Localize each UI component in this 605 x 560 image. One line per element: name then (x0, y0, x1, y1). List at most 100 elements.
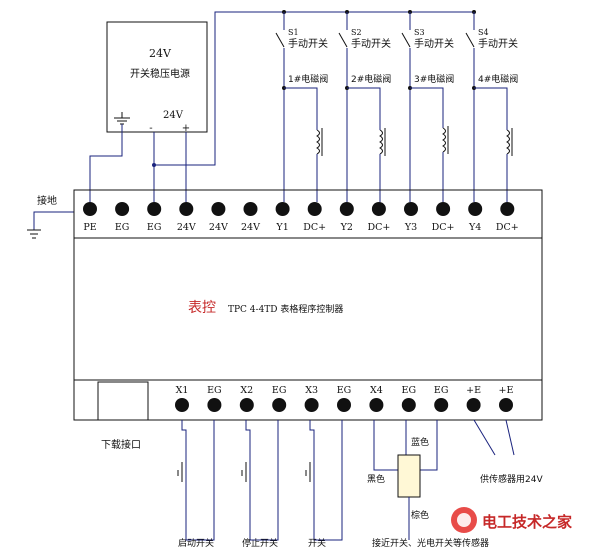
bottom-terminal-2 (239, 398, 254, 412)
controller-brand: 表控 (188, 300, 216, 316)
bottom-terminal-label-0: X1 (176, 385, 189, 396)
download-port-label: 下载接口 (101, 438, 141, 451)
channel-2: S2 手动开关 2#电磁阀 (338, 10, 391, 202)
bottom-terminal-label-6: X4 (370, 385, 383, 396)
top-terminal-4 (211, 202, 226, 216)
top-terminal-11 (436, 202, 451, 216)
top-terminal-10 (404, 202, 418, 216)
ground: 接地 (27, 194, 74, 239)
channel-1: S1 手动开关 1#电磁阀 (275, 10, 328, 202)
switch-label: 开关 (308, 537, 326, 549)
bottom-terminal-6 (369, 398, 384, 412)
switch-s1-contact (275, 32, 285, 48)
top-terminal-label-9: DC+ (367, 222, 390, 233)
valve-2-coil-icon (379, 129, 383, 155)
top-terminal-label-10: Y3 (404, 222, 417, 233)
power-supply: 24V 开关稳压电源 24V - + (106, 21, 208, 134)
ground-label: 接地 (37, 194, 57, 207)
top-terminal-label-2: EG (147, 222, 162, 233)
switch-s3-contact (401, 32, 411, 48)
controller-body (73, 189, 543, 421)
bottom-terminal-label-10: +E (499, 385, 514, 396)
top-terminal-9 (371, 202, 386, 216)
controller: 表控 TPC 4-4TD 表格程序控制器 下载接口 (73, 189, 543, 451)
top-terminal-0 (83, 202, 97, 216)
bottom-terminal-1 (207, 398, 222, 412)
power-supply-plus: + (182, 123, 190, 134)
top-terminal-3 (179, 202, 194, 216)
bottom-terminal-10 (499, 398, 513, 412)
bottom-terminal-label-2: X2 (240, 385, 253, 396)
bottom-terminal-8 (434, 398, 449, 412)
top-terminal-label-13: DC+ (496, 222, 519, 233)
bottom-terminal-5 (337, 398, 351, 412)
switch-s3-id: S3 (414, 28, 425, 37)
output-channels: S1 手动开关 1#电磁阀 S2 手动开关 2#电磁阀 (275, 10, 518, 202)
stop-switch-icon (241, 462, 247, 482)
valve-1-coil-icon (316, 129, 320, 155)
top-terminal-6 (275, 202, 290, 216)
top-terminal-label-6: Y1 (275, 222, 288, 233)
bottom-terminal-label-5: EG (337, 385, 352, 396)
switch-s1-label: 手动开关 (288, 37, 328, 50)
bottom-terminal-4 (304, 398, 319, 412)
top-terminal-label-0: PE (83, 222, 96, 233)
bottom-terminal-7 (401, 398, 416, 412)
top-terminal-13 (500, 202, 515, 216)
top-terminal-label-1: EG (115, 222, 130, 233)
valve-3-label: 3#电磁阀 (414, 73, 454, 85)
top-terminal-1 (115, 202, 130, 216)
bottom-terminal-label-4: X3 (305, 385, 318, 396)
sensor-power-label: 供传感器用24V (480, 473, 543, 485)
channel-4: S4 手动开关 4#电磁阀 (465, 10, 518, 202)
blue-wire-label: 蓝色 (411, 436, 429, 448)
controller-model: TPC 4-4TD 表格程序控制器 (228, 303, 343, 315)
switch-s2-contact (338, 32, 348, 48)
power-supply-voltage: 24V (149, 47, 172, 60)
bottom-terminal-label-8: EG (434, 385, 449, 396)
switch-s1-id: S1 (288, 28, 299, 37)
switch-icon (305, 462, 311, 482)
top-terminal-label-3: 24V (177, 222, 196, 233)
bottom-terminal-3 (272, 398, 287, 412)
top-terminal-5 (243, 202, 258, 216)
watermark-text: 电工技术之家 (482, 513, 572, 531)
top-terminal-label-5: 24V (241, 222, 260, 233)
ground-icon (27, 229, 41, 239)
download-port (97, 381, 149, 421)
sensor-label: 接近开关、光电开关等传感器 (372, 537, 489, 549)
top-terminal-12 (468, 202, 483, 216)
channel-3: S3 手动开关 3#电磁阀 (401, 10, 454, 202)
sensor-icon (397, 454, 421, 498)
top-terminal-7 (307, 202, 322, 216)
switch-s3-label: 手动开关 (414, 37, 454, 50)
bottom-terminal-label-1: EG (207, 385, 222, 396)
top-terminal-label-12: Y4 (468, 222, 481, 233)
start-switch-icon (177, 462, 183, 482)
bottom-terminal-9 (466, 398, 481, 412)
power-supply-box (106, 21, 208, 133)
bottom-terminal-0 (175, 398, 189, 412)
valve-4-label: 4#电磁阀 (478, 73, 518, 85)
power-supply-minus: - (149, 123, 152, 134)
switch-s4-contact (465, 32, 475, 48)
power-supply-output-voltage: 24V (163, 110, 184, 121)
start-switch-label: 启动开关 (178, 537, 214, 549)
switch-s2-id: S2 (351, 28, 362, 37)
bottom-terminal-label-7: EG (402, 385, 417, 396)
psu-earth-icon (114, 112, 130, 125)
top-terminal-label-8: Y2 (340, 222, 353, 233)
switch-s2-label: 手动开关 (351, 37, 391, 50)
valve-3-coil-icon (442, 127, 446, 153)
top-terminal-2 (147, 202, 162, 216)
valve-1-label: 1#电磁阀 (288, 73, 328, 85)
valve-4-coil-icon (506, 129, 510, 155)
switch-s4-label: 手动开关 (478, 37, 518, 50)
top-terminal-label-7: DC+ (303, 222, 326, 233)
power-supply-name: 开关稳压电源 (130, 67, 190, 80)
stop-switch-label: 停止开关 (242, 537, 278, 549)
top-terminal-label-4: 24V (209, 222, 228, 233)
